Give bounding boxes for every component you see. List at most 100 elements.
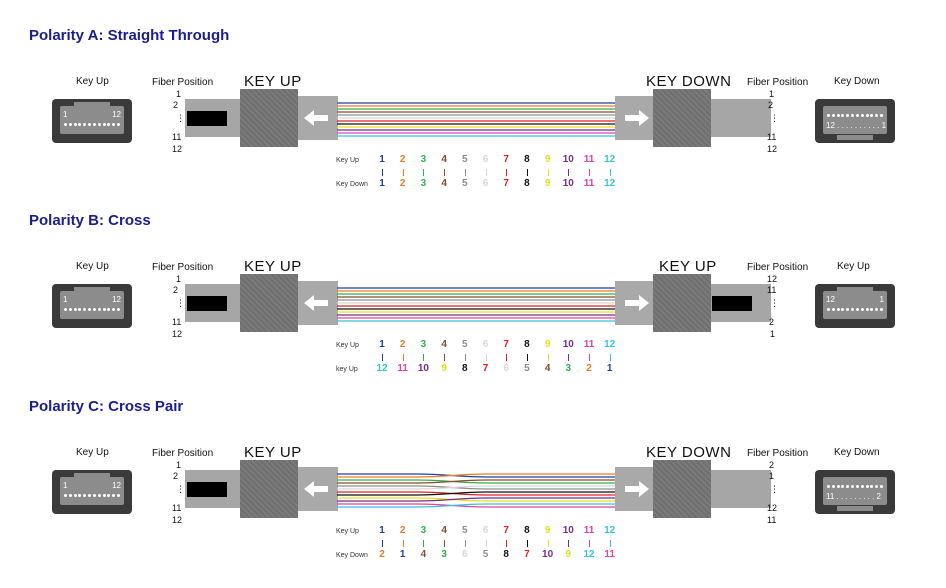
mapping-tick: [506, 354, 508, 361]
left-adapter-block: [298, 96, 338, 140]
mapping-top-cell: 12: [604, 525, 616, 536]
fiber-strand: [337, 491, 615, 496]
left-fiber-position-label: Fiber Position: [152, 262, 214, 273]
mpo-key-up-icon: 12 1: [815, 284, 895, 328]
arrow-right-icon: [625, 295, 649, 311]
mapping-top-cell: 1: [379, 154, 385, 165]
right-adapter-block: [615, 96, 655, 140]
mapping-top-cell: 3: [420, 339, 427, 350]
fiber-cable: [337, 473, 615, 508]
mapping-bottom-cell: 5: [462, 178, 468, 189]
arrow-right-icon: [625, 481, 649, 497]
mapping-top-cell: 11: [583, 339, 595, 350]
mapping-top-cell: 12: [604, 154, 616, 165]
mapping-bottom-cell: 3: [441, 549, 447, 560]
right-key-label: KEY UP: [659, 258, 717, 275]
fiber-strand: [337, 503, 615, 508]
right-ferrule: [712, 296, 752, 311]
mapping-bottom-cell: 9: [565, 549, 572, 560]
mapping-tick: [464, 354, 466, 361]
left-fiber-position-label: Fiber Position: [152, 77, 214, 88]
mapping-top-cell: 8: [524, 525, 530, 536]
mapping-bottom-cell: 2: [586, 363, 592, 374]
mapping-tick: [609, 540, 611, 547]
right-icon-label: Key Up: [837, 261, 870, 272]
mapping-tick: [485, 169, 487, 176]
mapping-top-cell: 9: [544, 154, 551, 165]
mapping-ticks: [336, 354, 611, 366]
mapping-tick: [568, 540, 570, 547]
mapping-tick: [506, 540, 508, 547]
mapping-bottom-cell: 11: [397, 363, 408, 374]
mapping-bottom-cell: 9: [441, 363, 447, 374]
arrow-left-icon: [304, 110, 328, 126]
mapping-top-cell: 5: [462, 525, 468, 536]
left-adapter-block: [298, 281, 338, 325]
mapping-tick: [444, 540, 446, 547]
mapping-bottom-cell: 3: [420, 178, 427, 189]
mapping-bottom-cell: 1: [379, 178, 385, 189]
polarity-c-section: Polarity C: Cross Pair Key Up 1 12 Fiber…: [0, 398, 946, 588]
mapping-top-cell: 9: [544, 525, 551, 536]
mapping-top-cell: 10: [562, 154, 574, 165]
mapping-tick: [402, 540, 404, 547]
right-icon-label: Key Down: [834, 76, 880, 87]
right-fiber-position-label: Fiber Position: [747, 262, 809, 273]
mapping-top-cell: 12: [604, 339, 616, 350]
mapping-top-cell: 4: [441, 339, 447, 350]
left-icon-label: Key Up: [76, 76, 109, 87]
mapping-bottom-cell: 2: [399, 178, 406, 189]
mapping-tick: [526, 540, 528, 547]
mapping-tick: [382, 169, 383, 176]
right-connector-boot: [711, 99, 771, 137]
right-connector-housing: [653, 89, 711, 147]
mapping-bottom-cell: 8: [524, 178, 530, 189]
right-key-label: KEY DOWN: [646, 73, 732, 90]
mapping-bottom-cell: 8: [503, 549, 509, 560]
mapping-bottom-cell: 7: [503, 178, 509, 189]
mpo-key-up-icon: 1 12: [52, 470, 132, 514]
mapping-bottom-cell: 4: [420, 549, 427, 560]
mapping-bottom-cell: 11: [604, 549, 615, 560]
mapping-bottom-cell: 12: [604, 178, 616, 189]
left-ferrule: [187, 111, 227, 126]
mapping-tick: [547, 169, 549, 176]
mapping-tick: [568, 169, 570, 176]
mapping-top-cell: 3: [420, 154, 427, 165]
mpo-key-up-icon: 1 12: [52, 99, 132, 143]
mapping-bottom-cell: 8: [462, 363, 468, 374]
mapping-tick: [547, 540, 549, 547]
mapping-tick: [464, 540, 466, 547]
mapping-bottom-cell: 7: [482, 363, 489, 374]
arrow-left-icon: [304, 295, 328, 311]
mapping-bottom-cell: 12: [583, 549, 595, 560]
mapping-top-cell: 11: [583, 154, 595, 165]
right-adapter-block: [615, 467, 655, 511]
mapping-top-cell: 7: [503, 154, 509, 165]
mpo-key-down-icon: 11 . . . . . . . . . 2: [815, 470, 895, 514]
mapping-tick: [423, 169, 425, 176]
mapping-top-cell: 6: [482, 525, 489, 536]
left-icon-label: Key Up: [76, 261, 109, 272]
mapping-tick: [382, 540, 383, 547]
mapping-tick: [547, 354, 549, 361]
mapping-top-cell: 9: [544, 339, 551, 350]
mapping-tick: [589, 169, 590, 176]
left-connector-housing: [240, 89, 298, 147]
left-icon-label: Key Up: [76, 447, 109, 458]
mapping-bottom-cell: 1: [399, 549, 406, 560]
mapping-tick: [485, 540, 487, 547]
mapping-bottom-cell: 4: [544, 363, 551, 374]
mapping-bottom-cell: 10: [542, 549, 554, 560]
right-fiber-position-label: Fiber Position: [747, 77, 809, 88]
mapping-bottom-cell: 2: [379, 549, 385, 560]
mapping-bottom-cell: 3: [565, 363, 572, 374]
mapping-tick: [402, 354, 404, 361]
left-key-label: KEY UP: [244, 73, 302, 90]
mapping-tick: [609, 169, 611, 176]
polarity-b-title: Polarity B: Cross: [29, 212, 151, 229]
right-connector-boot: [711, 470, 771, 508]
fiber-strand: [337, 485, 615, 490]
